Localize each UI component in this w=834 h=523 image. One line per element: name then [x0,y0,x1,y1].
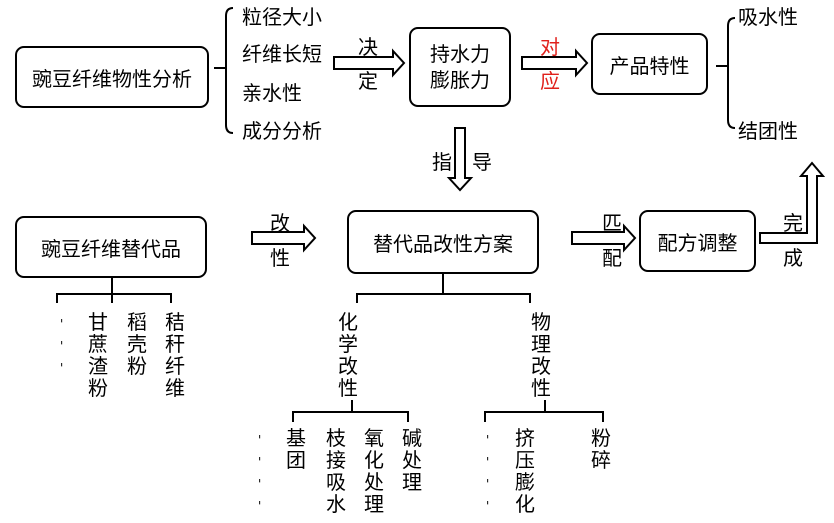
arrow-label-modify-1: 改 [270,211,290,235]
formula-box: 配方调整 [639,210,756,272]
list-tick: ' [60,339,64,353]
arrow-label-decide-2: 定 [358,69,378,93]
arrow-label-match-1: 匹 [602,211,622,235]
list-tick: ' [258,455,262,469]
substitute-box: 豌豆纤维替代品 [15,216,207,278]
arrow-label-guide-2: 导 [472,150,492,174]
water-capacity-box: 持水力 膨胀力 [409,27,511,107]
arrow-label-guide-1: 指 [432,150,452,174]
product-item: 结团性 [738,119,798,143]
product-item: 吸水性 [738,5,798,29]
list-tick: ' [60,361,64,375]
product-box: 产品特性 [591,33,708,95]
chemical-item: 基团 [286,426,306,472]
arrow-label-complete-1: 完 [783,211,803,235]
analysis-item: 成分分析 [242,119,322,143]
plan-tree [356,274,531,303]
chemical-item: 枝接吸水 [326,426,346,516]
analysis-item: 粒径大小 [242,5,322,29]
method-physical: 物理改性 [531,310,551,400]
arrow-label-match-2: 配 [602,246,622,270]
list-tick: ' [258,499,262,513]
product-bracket [716,17,736,129]
arrow-label-correspond-2: 应 [540,69,560,93]
substitute-item: 秸秆纤维 [165,310,185,400]
arrow-correspond [521,48,589,78]
arrow-modify [251,223,317,253]
list-tick: ' [486,499,490,513]
arrow-label-complete-2: 成 [783,246,803,270]
analysis-item: 亲水性 [242,81,302,105]
arrow-match [571,223,637,253]
list-tick: ' [258,477,262,491]
physical-tree [484,400,604,422]
analysis-box: 豌豆纤维物性分析 [15,46,209,108]
list-tick: ' [258,433,262,447]
list-tick: ' [486,477,490,491]
chemical-tree [292,400,409,422]
analysis-bracket [214,7,234,134]
method-chemical: 化学改性 [338,310,358,400]
plan-box: 替代品改性方案 [347,210,539,274]
arrow-decide [333,48,406,78]
analysis-item: 纤维长短 [242,42,322,66]
substitute-item: 甘蔗渣粉 [88,310,108,400]
arrow-complete [759,161,826,244]
substitute-item: 稻壳粉 [127,310,147,378]
list-tick: ' [486,455,490,469]
physical-item: 挤压膨化 [515,426,535,516]
physical-item: 粉碎 [591,426,611,472]
arrow-guide [446,127,474,192]
list-tick: ' [486,433,490,447]
arrow-label-decide-1: 决 [358,35,378,59]
chemical-item: 氧化处理 [364,426,384,516]
arrow-label-correspond-1: 对 [540,35,560,59]
arrow-label-modify-2: 性 [270,246,290,270]
substitute-tree [56,278,172,303]
list-tick: ' [60,317,64,331]
chemical-item: 碱处理 [402,426,422,494]
